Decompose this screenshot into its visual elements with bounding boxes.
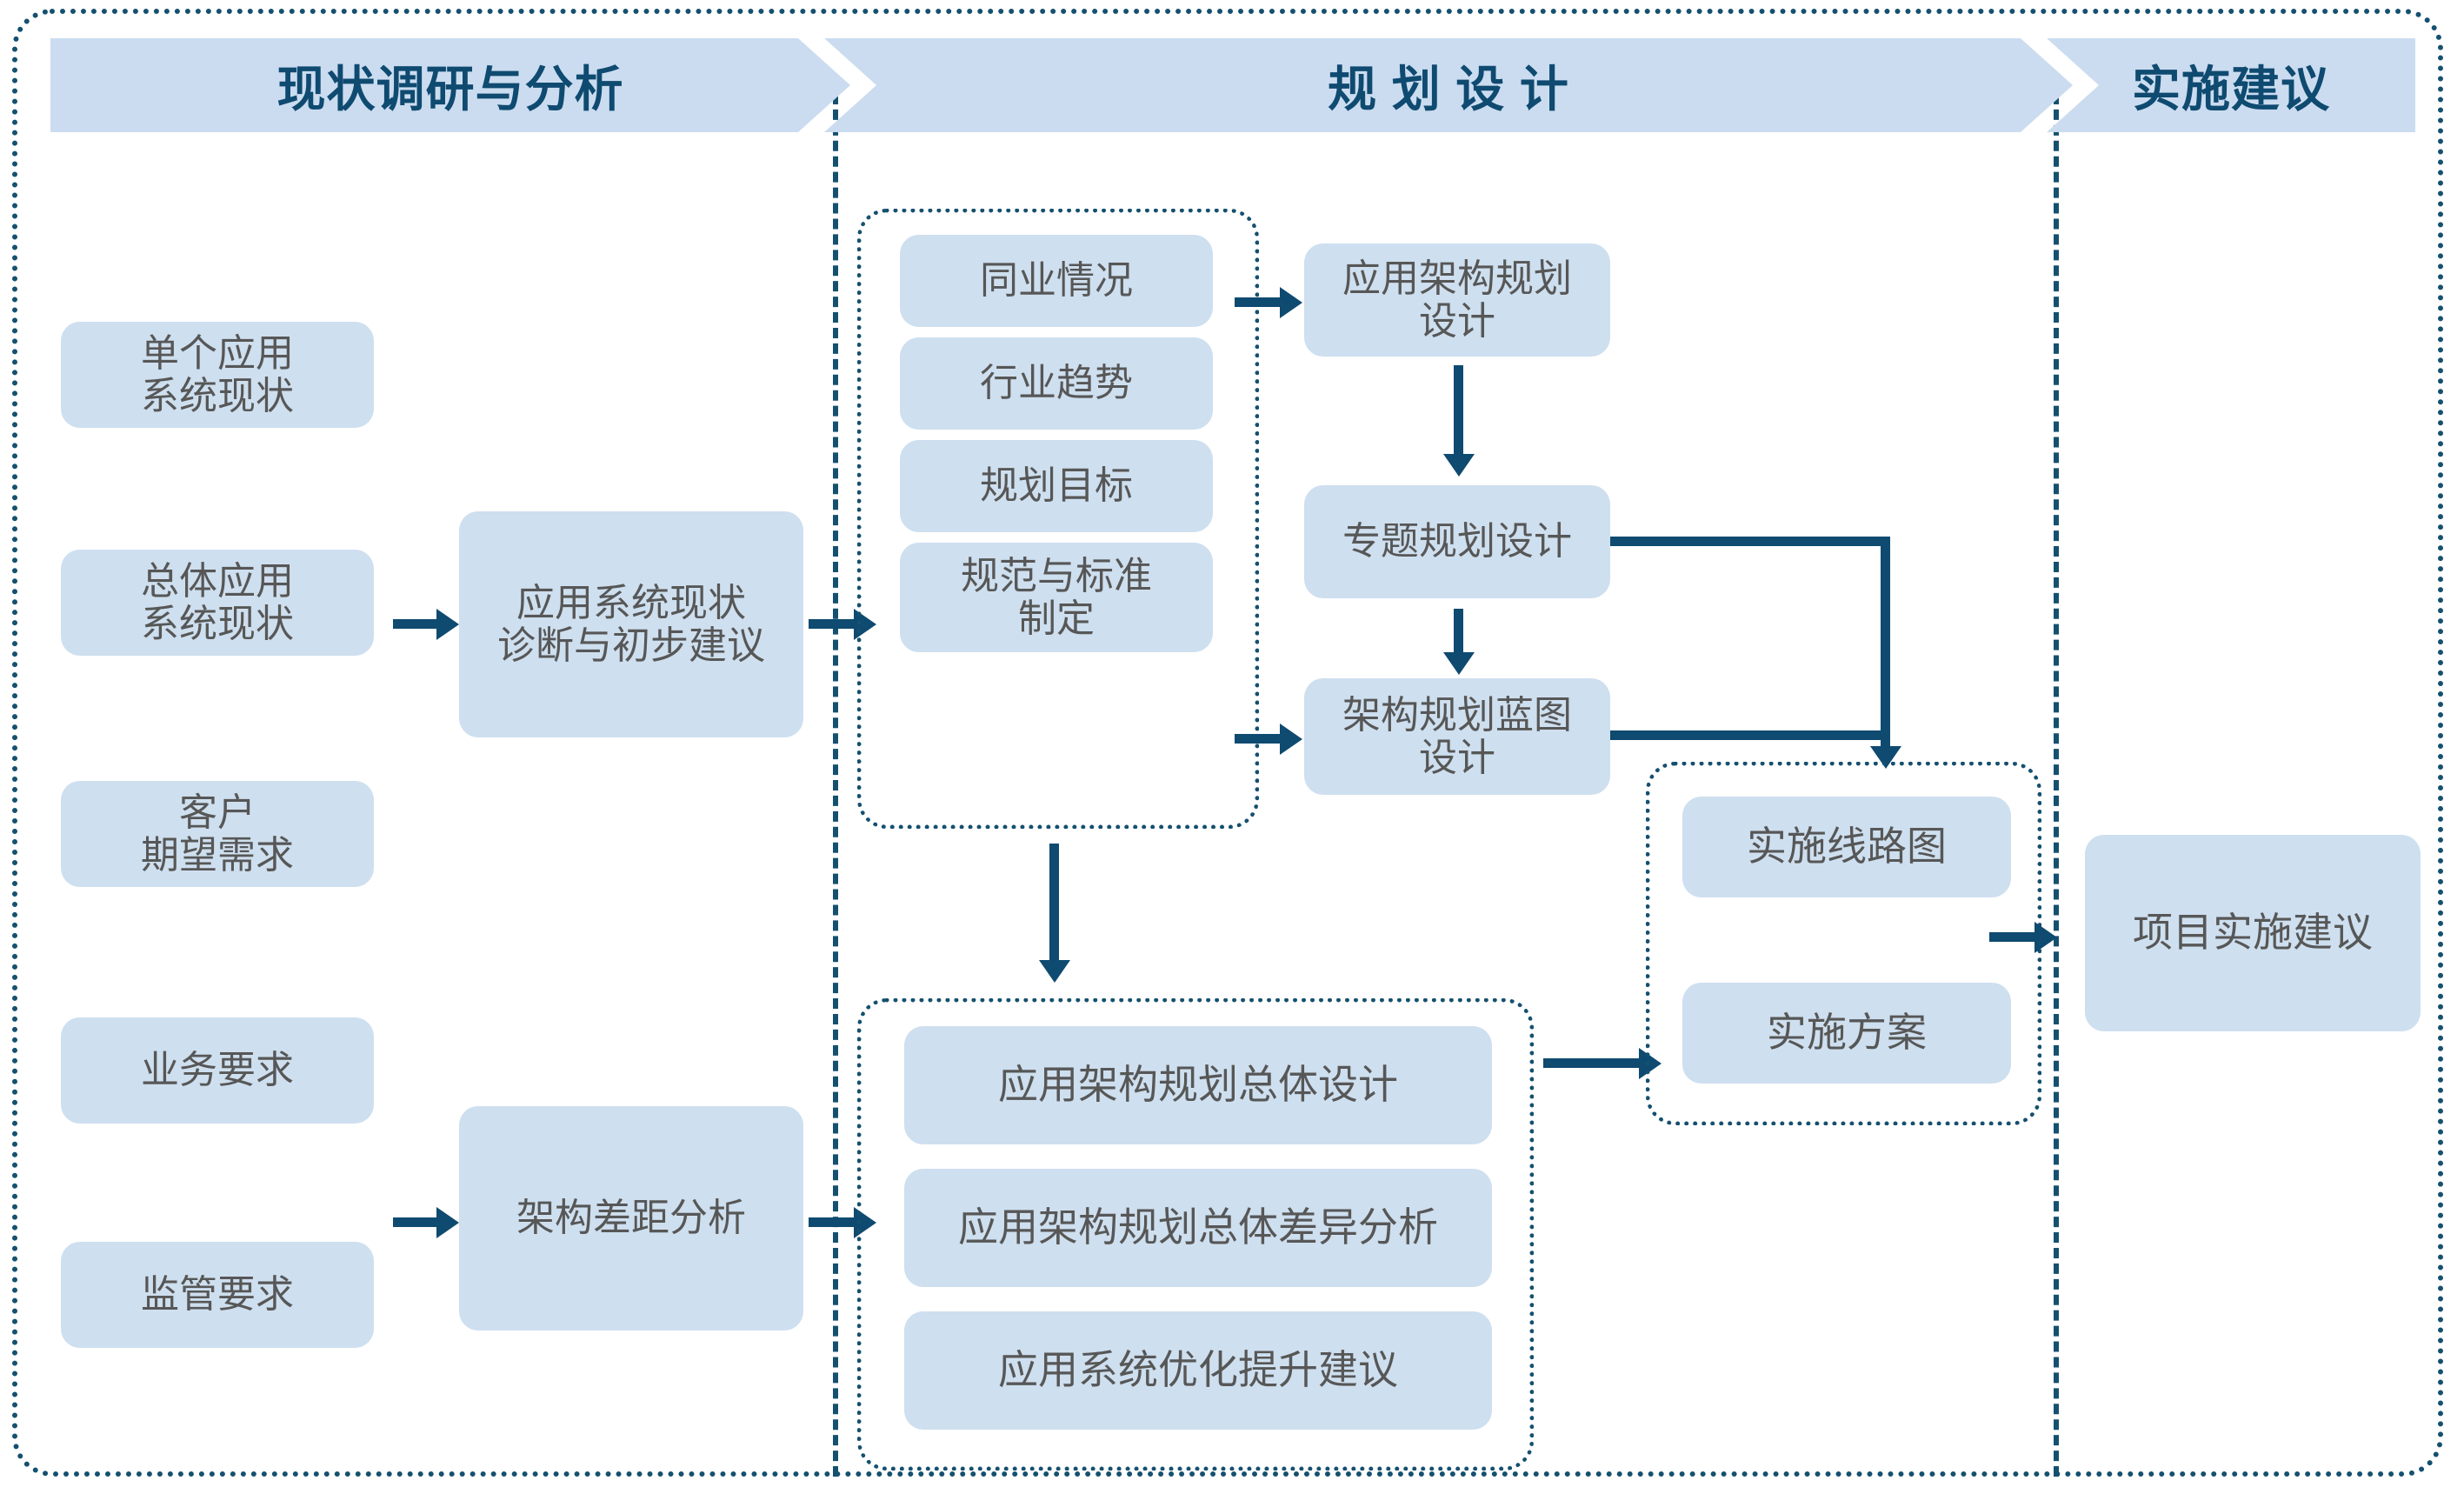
node-analysis-1[interactable]: 应用系统现状 诊断与初步建议 [459,511,803,737]
node-overall-2[interactable]: 应用架构规划总体差异分析 [904,1169,1492,1287]
node-overall-1[interactable]: 应用架构规划总体设计 [904,1026,1492,1144]
phase-banner-3-label: 实施建议 [2132,61,2330,117]
phase-banner-3[interactable]: 实施建议 [2047,38,2415,132]
node-overall-3-label: 应用系统优化提升建议 [998,1347,1398,1393]
node-plan-input-4-label: 规范与标准 制定 [961,554,1152,640]
phase-banner-2[interactable]: 规 划 设 计 [824,38,2073,132]
phase-banner-1[interactable]: 现状调研与分析 [50,38,850,132]
phase-divider-1 [833,94,838,1477]
node-impl-2-label: 实施方案 [1767,1010,1927,1056]
node-plan-input-4[interactable]: 规范与标准 制定 [900,543,1213,652]
node-analysis-1-label: 应用系统现状 诊断与初步建议 [497,581,765,667]
node-plan-input-2-label: 行业趋势 [980,362,1133,405]
phase-banner-2-label: 规 划 设 计 [1328,61,1569,117]
node-plan-input-3[interactable]: 规划目标 [900,440,1213,532]
node-overall-3[interactable]: 应用系统优化提升建议 [904,1311,1492,1430]
overall-design-group [857,998,1534,1471]
node-input-4-label: 业务要求 [141,1049,294,1092]
phase-banner-1-label: 现状调研与分析 [276,61,624,117]
node-analysis-2[interactable]: 架构差距分析 [459,1106,803,1331]
node-impl-1[interactable]: 实施线路图 [1682,797,2011,897]
node-output-1[interactable]: 项目实施建议 [2085,835,2421,1031]
node-design-2[interactable]: 专题规划设计 [1304,485,1610,598]
phase-divider-2 [2054,94,2059,1477]
node-plan-input-2[interactable]: 行业趋势 [900,337,1213,430]
node-impl-1-label: 实施线路图 [1747,824,1947,870]
node-input-3[interactable]: 客户 期望需求 [61,781,374,887]
node-output-1-label: 项目实施建议 [2133,910,2373,956]
node-input-5-label: 监管要求 [141,1273,294,1317]
node-impl-2[interactable]: 实施方案 [1682,983,2011,1084]
node-input-2-label: 总体应用 系统现状 [141,559,294,645]
node-input-1-label: 单个应用 系统现状 [141,331,294,417]
node-plan-input-3-label: 规划目标 [980,464,1133,508]
node-overall-2-label: 应用架构规划总体差异分析 [958,1204,1438,1251]
node-design-2-label: 专题规划设计 [1342,520,1572,564]
node-input-4[interactable]: 业务要求 [61,1017,374,1124]
node-input-5[interactable]: 监管要求 [61,1242,374,1348]
node-design-3[interactable]: 架构规划蓝图 设计 [1304,678,1610,795]
node-plan-input-1-label: 同业情况 [980,259,1133,303]
node-design-1[interactable]: 应用架构规划 设计 [1304,243,1610,357]
node-plan-input-1[interactable]: 同业情况 [900,235,1213,327]
node-analysis-2-label: 架构差距分析 [516,1197,746,1240]
node-design-3-label: 架构规划蓝图 设计 [1342,693,1572,779]
node-input-2[interactable]: 总体应用 系统现状 [61,550,374,656]
node-overall-1-label: 应用架构规划总体设计 [998,1062,1398,1108]
node-design-1-label: 应用架构规划 设计 [1342,257,1572,343]
node-input-1[interactable]: 单个应用 系统现状 [61,322,374,428]
node-input-3-label: 客户 期望需求 [141,790,294,877]
planning-inputs-group [857,209,1259,829]
